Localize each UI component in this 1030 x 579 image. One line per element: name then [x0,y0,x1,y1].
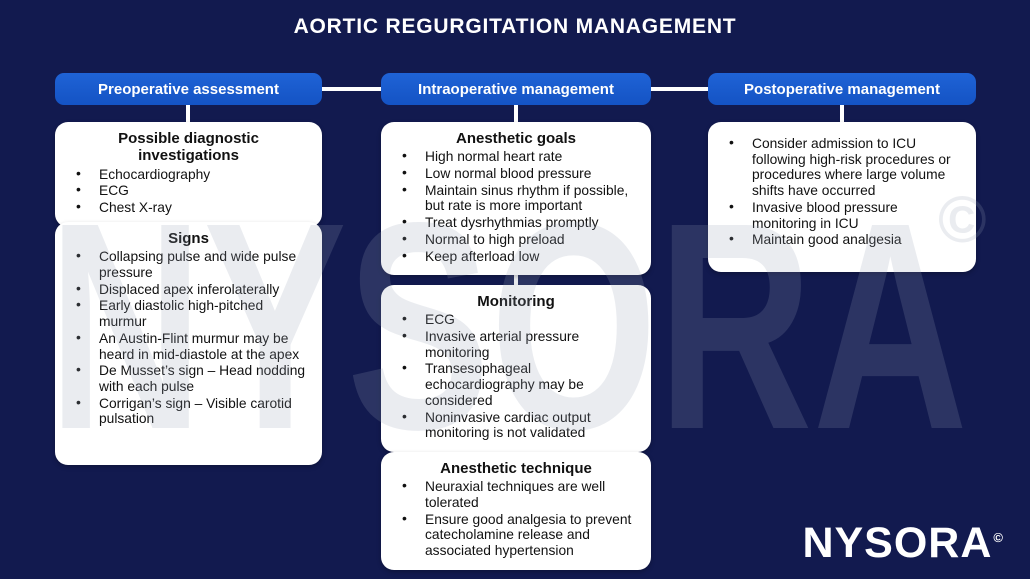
list-item: De Musset’s sign – Head nodding with eac… [69,362,308,394]
list-item: Consider admission to ICU following high… [722,135,962,199]
list-item: Neuraxial techniques are well tolerated [395,478,637,510]
box-title: Anesthetic goals [455,130,577,147]
connector-horizontal-1 [322,87,381,91]
nysora-logo: NYSORA© [802,522,1004,565]
list-item: Low normal blood pressure [395,165,637,182]
list-item: ECG [69,182,308,199]
list-item: Normal to high preload [395,231,637,248]
bullet-list: ECG Invasive arterial pressure monitorin… [395,311,637,441]
box-signs: Signs Collapsing pulse and wide pulse pr… [55,222,322,465]
nysora-logo-text: NYSORA [802,519,993,567]
bullet-list: Consider admission to ICU following high… [722,135,962,248]
list-item: Ensure good analgesia to prevent catecho… [395,511,637,559]
header-postoperative-management: Postoperative management [708,73,976,105]
list-item: Chest X-ray [69,199,308,216]
connector-vertical-col1-a [186,105,190,123]
bullet-list: Echocardiography ECG Chest X-ray [69,166,308,216]
list-item: Noninvasive cardiac output monitoring is… [395,409,637,441]
box-anesthetic-technique: Anesthetic technique Neuraxial technique… [381,452,651,570]
box-possible-diagnostic-investigations: Possible diagnostic investigations Echoc… [55,122,322,227]
list-item: Keep afterload low [395,248,637,265]
list-item: ECG [395,311,637,328]
list-item: Corrigan’s sign – Visible carotid pulsat… [69,395,308,427]
list-item: Early diastolic high-pitched murmur [69,297,308,329]
list-item: Invasive arterial pressure monitoring [395,328,637,360]
list-item: Invasive blood pressure monitoring in IC… [722,199,962,231]
box-postoperative-care: Consider admission to ICU following high… [708,122,976,272]
list-item: Echocardiography [69,166,308,183]
box-title: Possible diagnostic investigations [118,130,259,165]
connector-vertical-col3-a [840,105,844,123]
bullet-list: High normal heart rate Low normal blood … [395,148,637,265]
list-item: High normal heart rate [395,148,637,165]
page-title: AORTIC REGURGITATION MANAGEMENT [293,15,737,38]
nysora-logo-copyright: © [993,529,1004,545]
box-title: Anesthetic technique [440,460,592,477]
header-preoperative-assessment: Preoperative assessment [55,73,322,105]
box-title: Monitoring [477,293,555,310]
connector-vertical-col2-b [514,272,518,286]
connector-horizontal-2 [651,87,708,91]
connector-vertical-col2-a [514,105,518,123]
bullet-list: Neuraxial techniques are well tolerated … [395,478,637,559]
list-item: Transesophageal echocardiography may be … [395,360,637,408]
list-item: Collapsing pulse and wide pulse pressure [69,248,308,280]
list-item: Maintain sinus rhythm if possible, but r… [395,182,637,214]
box-anesthetic-goals: Anesthetic goals High normal heart rate … [381,122,651,276]
box-monitoring: Monitoring ECG Invasive arterial pressur… [381,285,651,452]
list-item: An Austin-Flint murmur may be heard in m… [69,330,308,362]
list-item: Maintain good analgesia [722,231,962,248]
header-intraoperative-management: Intraoperative management [381,73,651,105]
bullet-list: Collapsing pulse and wide pulse pressure… [69,248,308,427]
list-item: Displaced apex inferolaterally [69,281,308,298]
box-title: Signs [168,230,209,247]
list-item: Treat dysrhythmias promptly [395,214,637,231]
